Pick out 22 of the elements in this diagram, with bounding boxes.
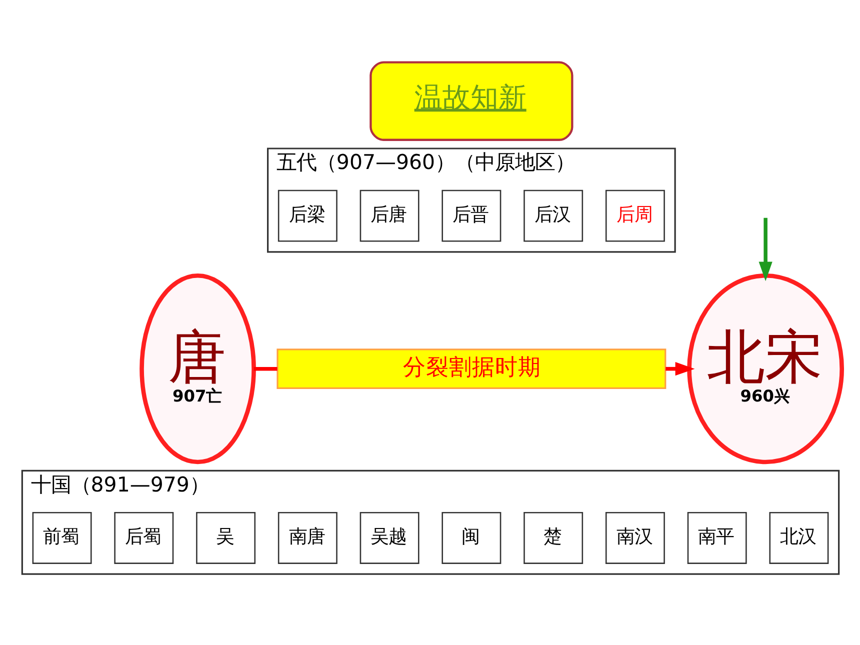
node-box: 南平	[686, 512, 746, 564]
node-ellipse: 北宋 960兴	[686, 273, 844, 464]
node-ellipse: 唐 907亡	[139, 273, 256, 464]
node-box: 后唐	[359, 190, 419, 242]
node-box: 后汉	[523, 190, 583, 242]
node-box: 楚	[523, 512, 583, 564]
node-box: 吴	[196, 512, 256, 564]
node-box: 后晋	[441, 190, 501, 242]
arrow	[665, 362, 694, 376]
node-box: 南唐	[277, 512, 337, 564]
node-box: 前蜀	[32, 512, 92, 564]
node-box: 后梁	[277, 190, 337, 242]
node-box: 后周	[604, 190, 664, 242]
node-box: 分裂割据时期	[276, 348, 666, 390]
node-box: 温故知新	[369, 61, 573, 141]
node-box: 后蜀	[114, 512, 174, 564]
connector	[253, 366, 277, 371]
node-box: 北汉	[768, 512, 828, 564]
arrow	[758, 218, 772, 282]
node-box: 南汉	[604, 512, 664, 564]
node-box: 吴越	[359, 512, 419, 564]
node-box: 闽	[441, 512, 501, 564]
